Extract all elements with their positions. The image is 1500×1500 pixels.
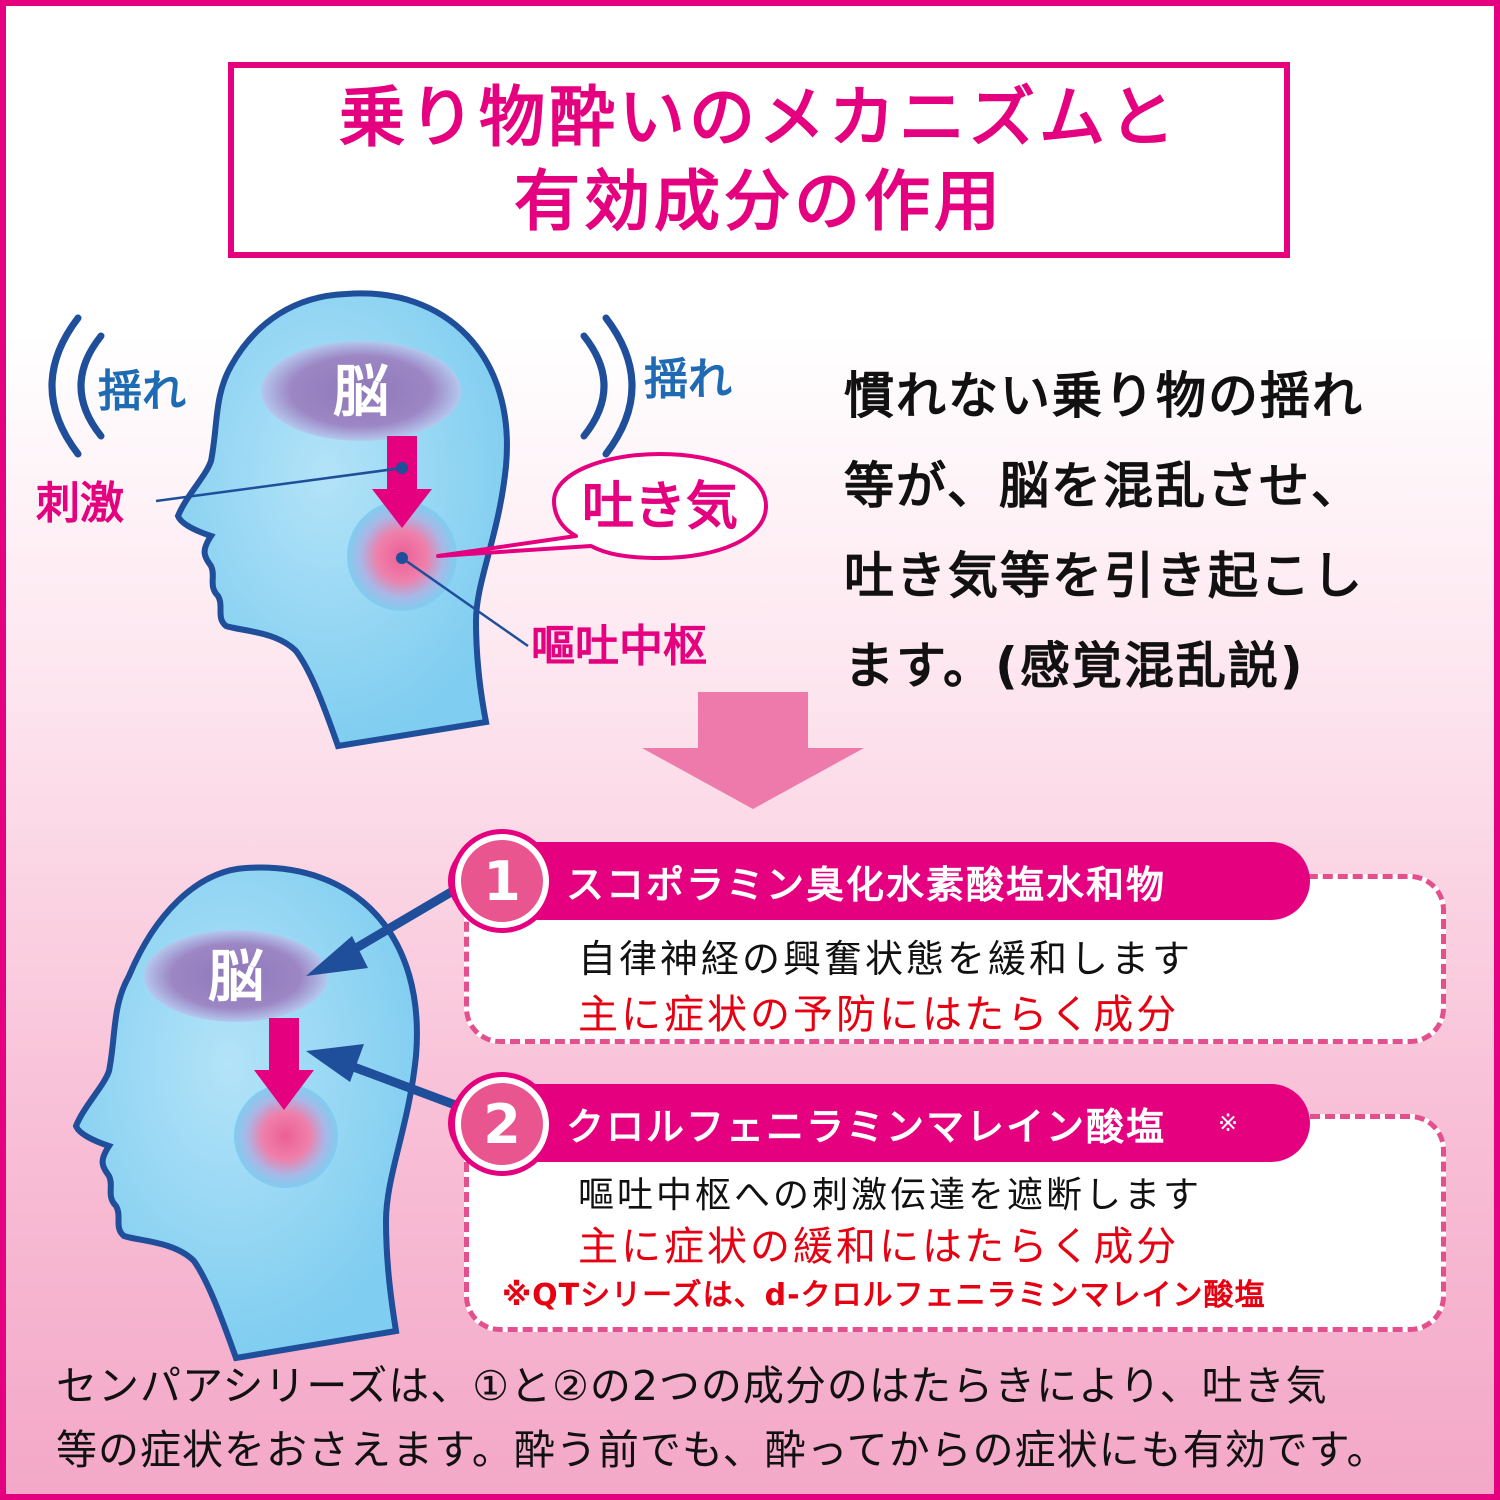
ingredient-2-description: 嘔吐中枢への刺激伝達を遮断します bbox=[578, 1175, 1203, 1216]
ingredient-2-number-badge: 2 bbox=[450, 1072, 554, 1176]
explanation-line-4: ます。(感覚混乱説) bbox=[844, 637, 1305, 695]
shake-label-right: 揺れ bbox=[644, 354, 732, 405]
summary-line-2: 等の症状をおさえます。酔う前でも、酔ってからの症状にも有効です。 bbox=[56, 1426, 1389, 1474]
ingredient-2-number: 2 bbox=[461, 1083, 543, 1165]
center-leader-line bbox=[401, 556, 529, 648]
nausea-label: 吐き気 bbox=[582, 477, 738, 537]
ingredient-1-description: 自律神経の興奮状態を緩和します bbox=[578, 937, 1194, 981]
mechanism-diagram: 揺れ 揺れ 脳 刺激 吐き気 嘔吐中枢 脳 bbox=[36, 290, 864, 1362]
vomiting-center-label: 嘔吐中枢 bbox=[531, 621, 707, 672]
mechanism-explanation: 慣れない乗り物の揺れ 等が、脳を混乱させ、 吐き気等を引き起こし ます。(感覚混… bbox=[844, 351, 1464, 711]
ingredient-1-pointer-head bbox=[306, 936, 368, 976]
stimulus-leader-line bbox=[155, 466, 403, 503]
stimulus-arrow-head bbox=[372, 489, 432, 528]
ingredient-1-name: スコポラミン臭化水素酸塩水和物 bbox=[566, 862, 1167, 907]
summary-line-1: センパアシリーズは、①と②の2つの成分のはたらきにより、吐き気 bbox=[56, 1362, 1328, 1410]
shake-wave-right-outer bbox=[602, 314, 636, 458]
ingredient-2-name: クロルフェニラミンマレイン酸塩 bbox=[566, 1104, 1167, 1149]
title-line-2: 有効成分の作用 bbox=[514, 163, 1004, 240]
shake-wave-right-inner bbox=[580, 332, 608, 440]
center-dot bbox=[396, 552, 408, 564]
bottom-arrow-shaft bbox=[269, 1018, 299, 1073]
title-box: 乗り物酔いのメカニズムと 有効成分の作用 bbox=[228, 62, 1290, 258]
flow-down-arrow bbox=[642, 692, 864, 809]
shake-label-left: 揺れ bbox=[98, 366, 186, 417]
ingredient-1-name-bar: スコポラミン臭化水素酸塩水和物 bbox=[448, 842, 1310, 920]
explanation-line-2: 等が、脳を混乱させ、 bbox=[844, 457, 1363, 515]
bottom-arrow-head bbox=[254, 1070, 314, 1110]
ingredient-2-mark: ※ bbox=[1218, 1109, 1241, 1137]
ingredient-1-effect: 主に症状の予防にはたらく成分 bbox=[578, 992, 1180, 1038]
shake-wave-left-outer bbox=[48, 314, 82, 458]
stimulus-dot bbox=[396, 462, 408, 474]
shake-wave-left-inner bbox=[77, 332, 105, 440]
ingredient-1-number: 1 bbox=[461, 840, 543, 922]
vomiting-center-bottom bbox=[234, 1084, 338, 1188]
nausea-bubble bbox=[436, 452, 768, 560]
ingredient-1-number-badge: 1 bbox=[450, 829, 554, 933]
explanation-line-3: 吐き気等を引き起こし bbox=[844, 547, 1364, 605]
brain-label-top: 脳 bbox=[333, 360, 389, 425]
ingredient-1-pointer-line bbox=[343, 884, 461, 958]
ingredient-2-name-bar: クロルフェニラミンマレイン酸塩 ※ bbox=[448, 1084, 1310, 1162]
ingredient-2-pointer-line bbox=[349, 1061, 460, 1111]
brain-region-top bbox=[261, 341, 461, 441]
stimulus-label: 刺激 bbox=[36, 478, 124, 529]
ingredient-2-pointer-head bbox=[306, 1044, 364, 1082]
summary-text: センパアシリーズは、①と②の2つの成分のはたらきにより、吐き気 等の症状をおさえ… bbox=[56, 1354, 1476, 1482]
title-line-1: 乗り物酔いのメカニズムと bbox=[339, 79, 1179, 156]
brain-region-bottom bbox=[144, 930, 328, 1022]
explanation-line-1: 慣れない乗り物の揺れ bbox=[844, 367, 1364, 425]
ingredient-2-note: ※QTシリーズは、d-クロルフェニラミンマレイン酸塩 bbox=[502, 1278, 1266, 1313]
ingredient-2-effect: 主に症状の緩和にはたらく成分 bbox=[578, 1224, 1180, 1270]
brain-label-bottom: 脳 bbox=[208, 945, 264, 1010]
